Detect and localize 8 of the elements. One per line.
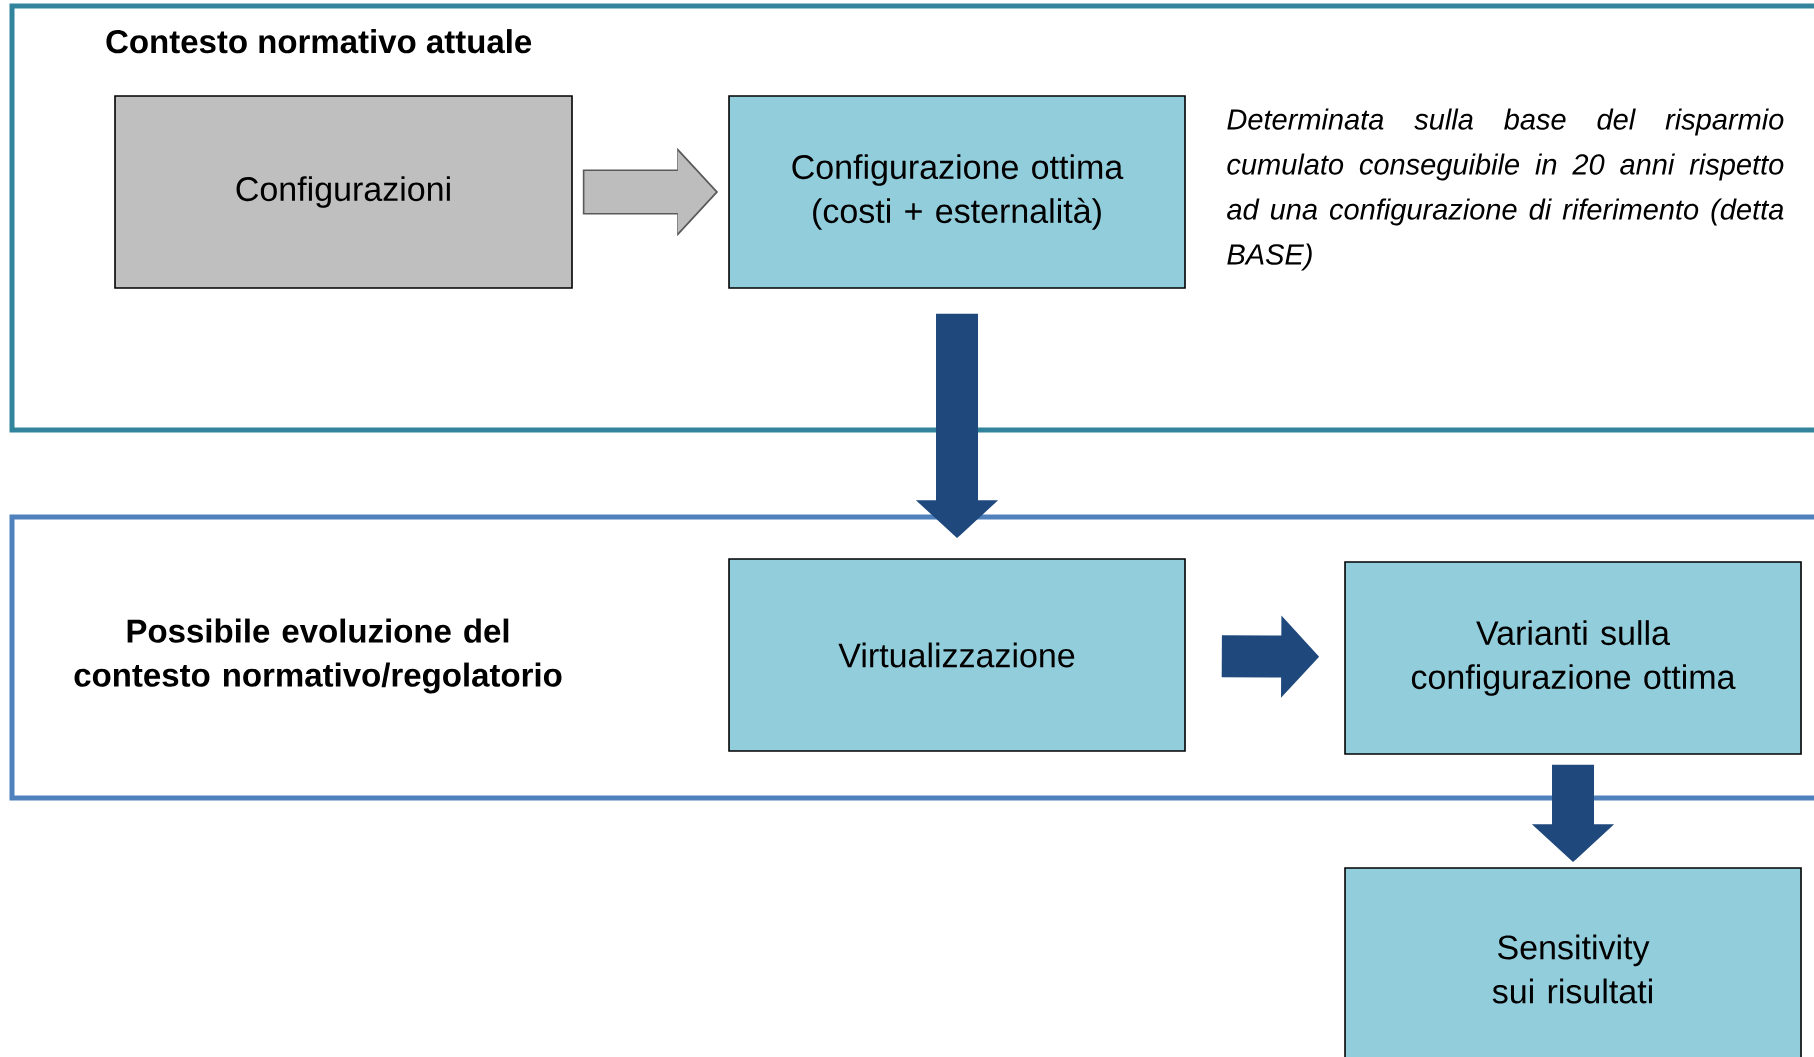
- process-box: Sensitivity sui risultati: [1344, 867, 1802, 1057]
- process-box: Virtualizzazione: [728, 558, 1186, 752]
- process-box: Configurazioni: [114, 95, 573, 289]
- note-text: Determinata sulla base del risparmio cumulato conseguibile in 20 anni rispetto ad una configurazione di riferimento (detta BASE): [1227, 108, 1784, 271]
- process-box: Configurazione ottima (costi + esternalità): [728, 95, 1186, 289]
- panel-heading: Possibile evoluzione del contesto normativo/regolatorio: [74, 618, 562, 694]
- process-box: Varianti sulla configurazione ottima: [1344, 561, 1802, 755]
- panel-heading: Contesto normativo attuale: [106, 29, 532, 54]
